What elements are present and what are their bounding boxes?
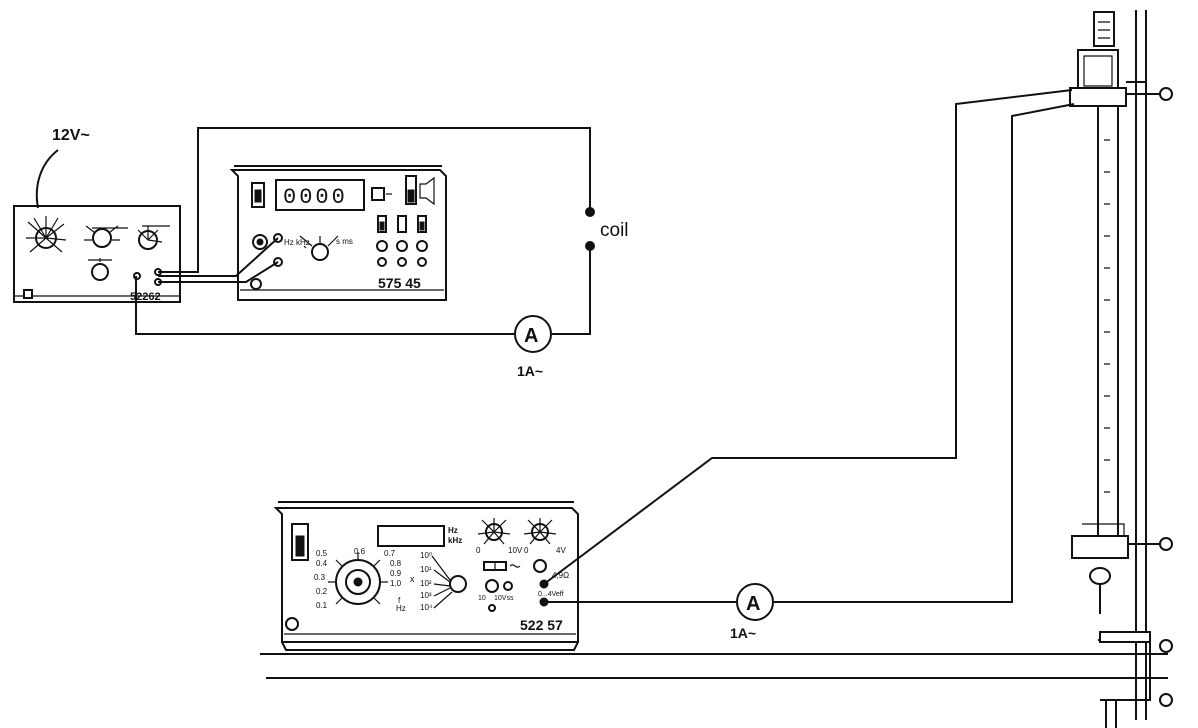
ammeter-bottom-range: 1A~ xyxy=(730,625,756,641)
generator-logo xyxy=(285,617,299,631)
coil-terminal-bottom xyxy=(585,241,595,251)
generator-dial-labels: 0.5 0.4 0.3 0.2 0.1 0.6 0.7 0.8 0.9 1.0 xyxy=(314,547,402,610)
counter-socket-start xyxy=(376,240,388,252)
top-clamp-block xyxy=(1077,49,1119,91)
counter-gate-button xyxy=(371,187,385,201)
power-supply-logo xyxy=(23,289,33,299)
svg-text:A: A xyxy=(746,593,760,615)
generator-output-label-4: 0...4Veff xyxy=(538,591,564,598)
generator-dial-unit: Hz xyxy=(396,604,406,613)
counter-model: 575 45 xyxy=(378,275,421,291)
generator-output-label-1: 10 xyxy=(478,595,486,602)
svg-text:10³: 10³ xyxy=(420,591,432,600)
counter-display-value: 0000 xyxy=(283,185,348,210)
tube-top-plug xyxy=(1093,11,1115,47)
table-clamp xyxy=(1098,639,1151,701)
generator-output-label-3: 4,9Ω xyxy=(552,571,569,580)
generator-ground-socket-2 xyxy=(488,604,496,612)
generator-output-label-2: 10Vss xyxy=(494,595,514,602)
svg-text:10²: 10² xyxy=(420,579,432,588)
tube-scale-ticks xyxy=(1104,139,1110,493)
generator-output-socket-a xyxy=(485,579,499,593)
svg-text:0.3: 0.3 xyxy=(314,573,326,582)
coil-label: coil xyxy=(600,220,629,241)
generator-multiplier-dial xyxy=(449,575,467,593)
supply-voltage-label: 12V~ xyxy=(52,127,90,144)
svg-text:1.0: 1.0 xyxy=(390,579,402,588)
generator-display xyxy=(377,525,445,547)
generator-unit-khz: kHz xyxy=(448,536,462,545)
coil-terminal-top xyxy=(585,207,595,217)
ammeter-bottom: A xyxy=(736,583,774,621)
svg-text:0.5: 0.5 xyxy=(316,549,328,558)
counter-socket-ext xyxy=(416,240,428,252)
counter-unit-right: s ms xyxy=(336,237,353,246)
generator-range-end: 4V xyxy=(556,546,566,555)
svg-text:0.4: 0.4 xyxy=(316,559,328,568)
resonance-tube-stand xyxy=(1069,10,1173,728)
svg-text:10⁴: 10⁴ xyxy=(420,603,433,612)
circuit-wires xyxy=(135,89,1075,603)
generator-unit-hz: Hz xyxy=(448,526,458,535)
counter-unit-left: Hz kHz xyxy=(284,238,310,247)
power-supply-bottom-dial xyxy=(88,258,112,281)
svg-text:10¹: 10¹ xyxy=(420,565,432,574)
generator-output-socket-b xyxy=(503,581,513,591)
svg-text:0.1: 0.1 xyxy=(316,601,328,610)
glass-tube xyxy=(1097,106,1119,538)
power-supply-model: 52262 xyxy=(130,291,161,303)
table-surface xyxy=(260,653,1168,679)
svg-text:0.7: 0.7 xyxy=(384,549,396,558)
counter-socket-stop xyxy=(396,240,408,252)
generator-range-mid: 10V xyxy=(508,546,523,555)
ammeter-top: A xyxy=(514,315,552,353)
svg-text:0.2: 0.2 xyxy=(316,587,328,596)
generator-dial-symbol: f xyxy=(398,596,401,605)
stand-knob xyxy=(1089,567,1111,585)
counter-selector-dial xyxy=(311,243,329,261)
generator-range-left: 0 xyxy=(476,546,481,555)
bottom-clamp-block xyxy=(1071,535,1129,559)
counter-logo xyxy=(250,278,262,290)
svg-text:10⁰: 10⁰ xyxy=(420,551,432,560)
counter-device: 0000 Hz kHz s ms 575 45 xyxy=(229,165,447,301)
ammeter-top-range: 1A~ xyxy=(517,363,543,379)
counter-display xyxy=(275,179,365,211)
generator-range-right: 0 xyxy=(524,546,529,555)
svg-text:A: A xyxy=(524,325,538,347)
generator-model: 522 57 xyxy=(520,617,563,633)
generator-multiplier-labels: 10⁰ 10¹ 10² 10³ 10⁴ xyxy=(420,551,433,612)
power-supply-right-dial xyxy=(137,225,170,250)
svg-text:0.6: 0.6 xyxy=(354,547,366,556)
generator-multiplier-symbol: x xyxy=(410,574,415,584)
generator-output-socket-c xyxy=(533,559,547,573)
top-coil-holder xyxy=(1069,87,1127,107)
power-supply: 52262 xyxy=(13,205,181,303)
function-generator: Hz kHz 0.5 0.4 0.3 0.2 0.1 0.6 0.7 0.8 0… xyxy=(273,501,579,651)
power-supply-left-dial xyxy=(26,216,67,253)
svg-text:0.9: 0.9 xyxy=(390,569,402,578)
supply-voltage-pointer xyxy=(35,149,59,209)
svg-text:0.8: 0.8 xyxy=(390,559,402,568)
power-supply-middle-dial xyxy=(84,225,128,248)
